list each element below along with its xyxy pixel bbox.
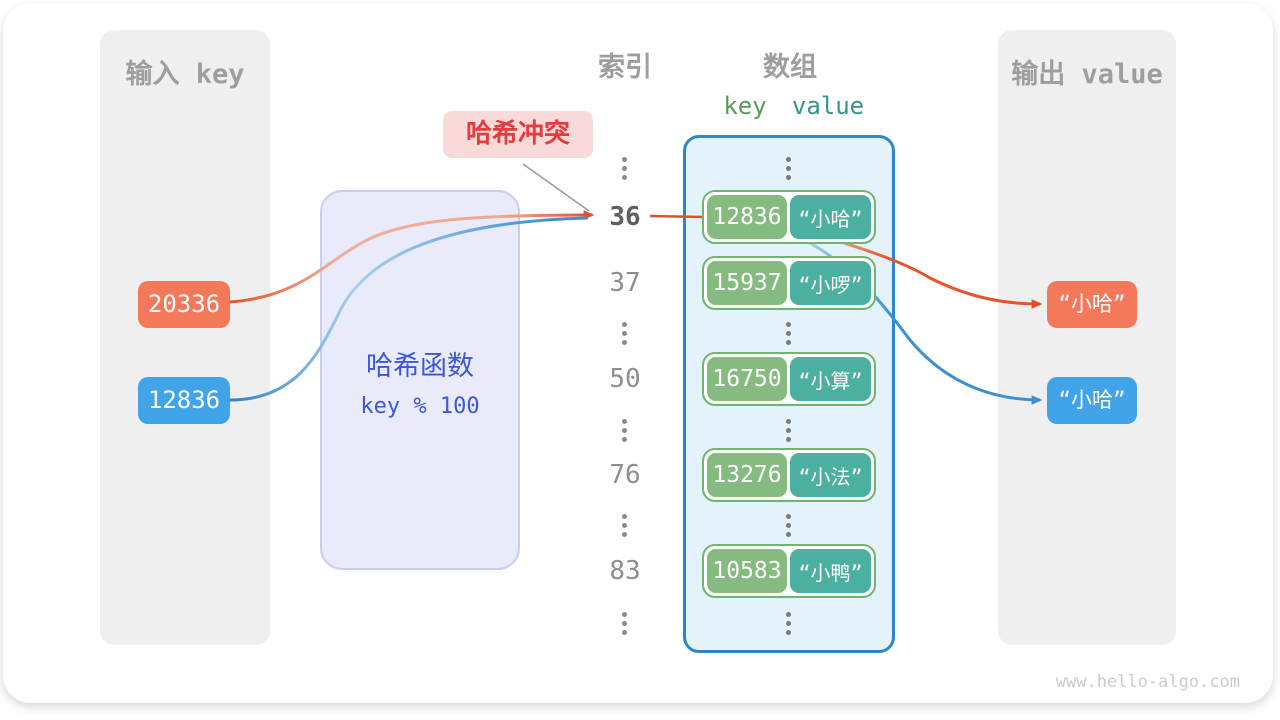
array-ellipsis — [786, 415, 792, 446]
array-row: 10583 “小鸭” — [702, 544, 876, 598]
array-row-value: “小啰” — [790, 261, 871, 305]
array-row-key: 12836 — [707, 195, 787, 239]
array-column-header: 数组 — [763, 52, 817, 83]
index-column-header: 索引 — [598, 52, 652, 83]
hash-function-formula: key % 100 — [360, 394, 480, 419]
value-column-label: value — [791, 92, 865, 120]
index-ellipsis — [622, 415, 628, 446]
input-panel: 输入 key — [100, 30, 270, 645]
array-row-value: “小法” — [790, 453, 871, 497]
output-value-1: “小哈” — [1047, 281, 1137, 328]
index-ellipsis — [622, 608, 628, 639]
index-36: 36 — [609, 202, 641, 232]
array-row-value: “小哈” — [790, 195, 871, 239]
output-panel: 输出 value — [998, 30, 1176, 645]
index-ellipsis — [622, 510, 628, 541]
key-column-label: key — [723, 92, 767, 120]
index-76: 76 — [609, 460, 641, 490]
array-row: 13276 “小法” — [702, 448, 876, 502]
array-ellipsis — [786, 153, 792, 184]
array-ellipsis — [786, 608, 792, 639]
array-row: 16750 “小算” — [702, 352, 876, 406]
index-50: 50 — [609, 364, 641, 394]
hash-function-name: 哈希函数 — [366, 351, 474, 382]
array-row: 12836 “小哈” — [702, 190, 876, 244]
array-row-key: 10583 — [707, 549, 787, 593]
watermark: www.hello-algo.com — [1055, 672, 1240, 692]
array-row-key: 16750 — [707, 357, 787, 401]
array-ellipsis — [786, 318, 792, 349]
array-row-key: 15937 — [707, 261, 787, 305]
hash-collision-label: 哈希冲突 — [443, 111, 593, 158]
array-row-key: 13276 — [707, 453, 787, 497]
input-key-12836: 12836 — [138, 377, 230, 424]
index-ellipsis — [622, 318, 628, 349]
input-panel-title: 输入 key — [125, 59, 245, 90]
index-83: 83 — [609, 556, 641, 586]
array-row-value: “小鸭” — [790, 549, 871, 593]
output-panel-title: 输出 value — [1011, 59, 1163, 90]
index-ellipsis — [622, 153, 628, 184]
array-row-value: “小算” — [790, 357, 871, 401]
input-key-20336: 20336 — [138, 281, 230, 328]
array-row: 15937 “小啰” — [702, 256, 876, 310]
array-ellipsis — [786, 510, 792, 541]
output-value-2: “小哈” — [1047, 377, 1137, 424]
index-37: 37 — [609, 268, 641, 298]
